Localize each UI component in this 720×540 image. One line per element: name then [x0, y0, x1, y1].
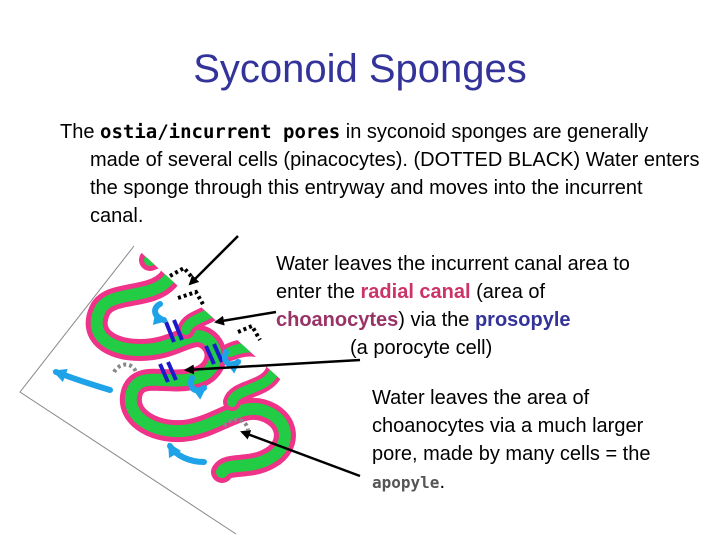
- intro-text-start: The: [60, 121, 101, 143]
- prosopyle-term: prosopyle: [474, 309, 571, 331]
- water-flow-arrow-icon: [152, 301, 168, 325]
- water-flow-arrow-icon: [52, 368, 113, 393]
- prosopyle-text-4: (a porocyte cell): [350, 337, 493, 359]
- intro-text-rest: in syconoid sponges are generally made o…: [90, 121, 700, 227]
- prosopyle-text-3: ) via the: [398, 309, 475, 331]
- ostia-term: ostia/incurrent pores: [100, 121, 341, 143]
- ostia-pores: [169, 265, 262, 341]
- pointer-arrow-icon: [240, 430, 361, 478]
- pointer-arrow-icon: [188, 235, 239, 286]
- prosopyle-text-1: Water leaves the incurrent canal area to…: [276, 253, 630, 303]
- apopyle-paragraph: Water leaves the area of choanocytes via…: [372, 384, 692, 497]
- pointer-arrow-icon: [184, 358, 361, 375]
- prosopyle-paragraph: Water leaves the incurrent canal area to…: [276, 250, 676, 362]
- apopyle-pores: [112, 362, 250, 431]
- slide-title: Syconoid Sponges: [193, 47, 527, 91]
- intro-paragraph: The ostia/incurrent pores in syconoid sp…: [60, 118, 700, 230]
- prosopyle-pores: [158, 319, 224, 383]
- apopyle-term: apopyle: [372, 473, 440, 492]
- radial-canal-term: radial canal: [360, 281, 471, 303]
- prosopyle-text-2: (area of: [470, 281, 546, 303]
- choanocytes-term: choanocytes: [276, 309, 399, 331]
- pointer-arrow-icon: [214, 310, 277, 326]
- water-flow-arrows: [52, 301, 242, 465]
- water-flow-arrow-icon: [188, 375, 208, 400]
- diagram-frame: [19, 245, 237, 535]
- water-flow-arrow-icon: [222, 349, 242, 374]
- pointer-arrows: [184, 235, 361, 478]
- apopyle-text-2: .: [439, 471, 445, 493]
- water-flow-arrow-icon: [167, 442, 207, 465]
- apopyle-text-1: Water leaves the area of choanocytes via…: [372, 387, 651, 465]
